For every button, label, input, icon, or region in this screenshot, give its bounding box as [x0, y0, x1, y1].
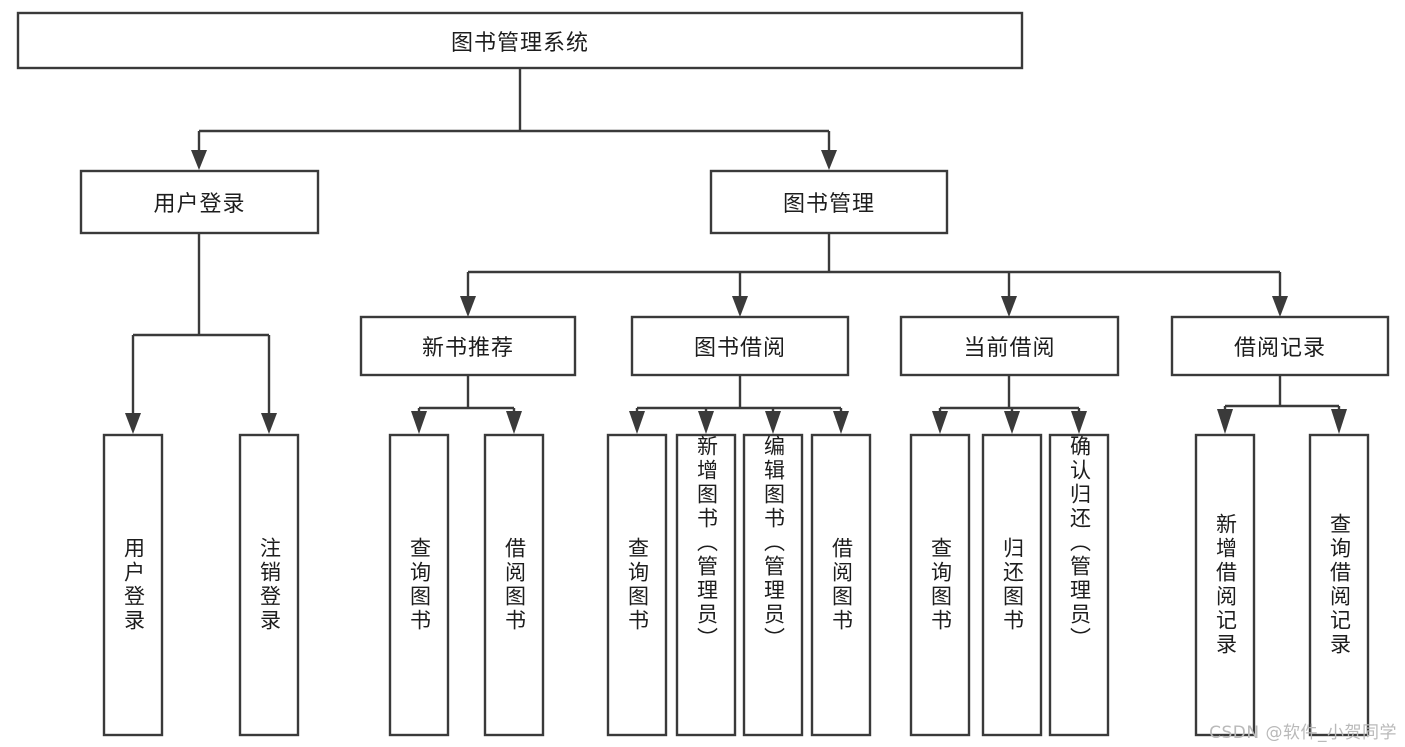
connector-group-book-borrow	[629, 375, 849, 434]
arrow-head-icon	[833, 411, 849, 434]
node-box-borrow-record[interactable]	[1170, 315, 1390, 377]
node-box-leaf-edit-book-admin[interactable]	[742, 433, 804, 737]
arrow-head-icon	[1331, 409, 1347, 434]
node-box-new-book-recommend[interactable]	[359, 315, 577, 377]
arrow-head-icon	[732, 296, 748, 317]
connector-group-current-borrow	[932, 375, 1087, 434]
node-box-leaf-user-login[interactable]	[102, 433, 164, 737]
node-box-leaf-add-borrow-record[interactable]	[1194, 433, 1256, 737]
arrow-head-icon	[1001, 296, 1017, 317]
arrow-head-icon	[460, 296, 476, 317]
node-box-current-borrow[interactable]	[899, 315, 1120, 377]
node-box-leaf-add-book-admin[interactable]	[675, 433, 737, 737]
node-box-book-management[interactable]	[709, 169, 949, 235]
node-box-leaf-borrow-book-recommend[interactable]	[483, 433, 545, 737]
connector-group-new-book-recommend	[411, 375, 522, 434]
arrow-head-icon	[125, 413, 141, 434]
arrow-head-icon	[1004, 411, 1020, 434]
node-box-leaf-return-book[interactable]	[981, 433, 1043, 737]
arrow-head-icon	[1071, 411, 1087, 434]
arrow-head-icon	[932, 411, 948, 434]
arrow-head-icon	[821, 150, 837, 170]
arrow-head-icon	[506, 411, 522, 434]
arrow-head-icon	[698, 411, 714, 434]
node-box-leaf-query-book-recommend[interactable]	[388, 433, 450, 737]
arrow-head-icon	[629, 411, 645, 434]
arrow-head-icon	[261, 413, 277, 434]
node-box-leaf-user-logout[interactable]	[238, 433, 300, 737]
node-box-leaf-query-borrow-record[interactable]	[1308, 433, 1370, 737]
node-box-book-borrow[interactable]	[630, 315, 850, 377]
arrow-head-icon	[191, 150, 207, 170]
connector-group-borrow-record	[1217, 375, 1347, 434]
node-box-root[interactable]	[16, 11, 1024, 70]
arrow-head-icon	[765, 411, 781, 434]
connector-group-book-management	[460, 233, 1288, 317]
node-box-leaf-query-book-current[interactable]	[909, 433, 971, 737]
connector-group-root	[191, 68, 837, 170]
connector-group-user-login	[125, 233, 277, 434]
arrow-head-icon	[1272, 296, 1288, 317]
arrow-head-icon	[1217, 409, 1233, 434]
arrow-head-icon	[411, 411, 427, 434]
node-box-user-login[interactable]	[79, 169, 320, 235]
node-box-leaf-confirm-return-admin[interactable]	[1048, 433, 1110, 737]
node-box-leaf-borrow-book[interactable]	[810, 433, 872, 737]
node-box-leaf-query-book-borrow[interactable]	[606, 433, 668, 737]
